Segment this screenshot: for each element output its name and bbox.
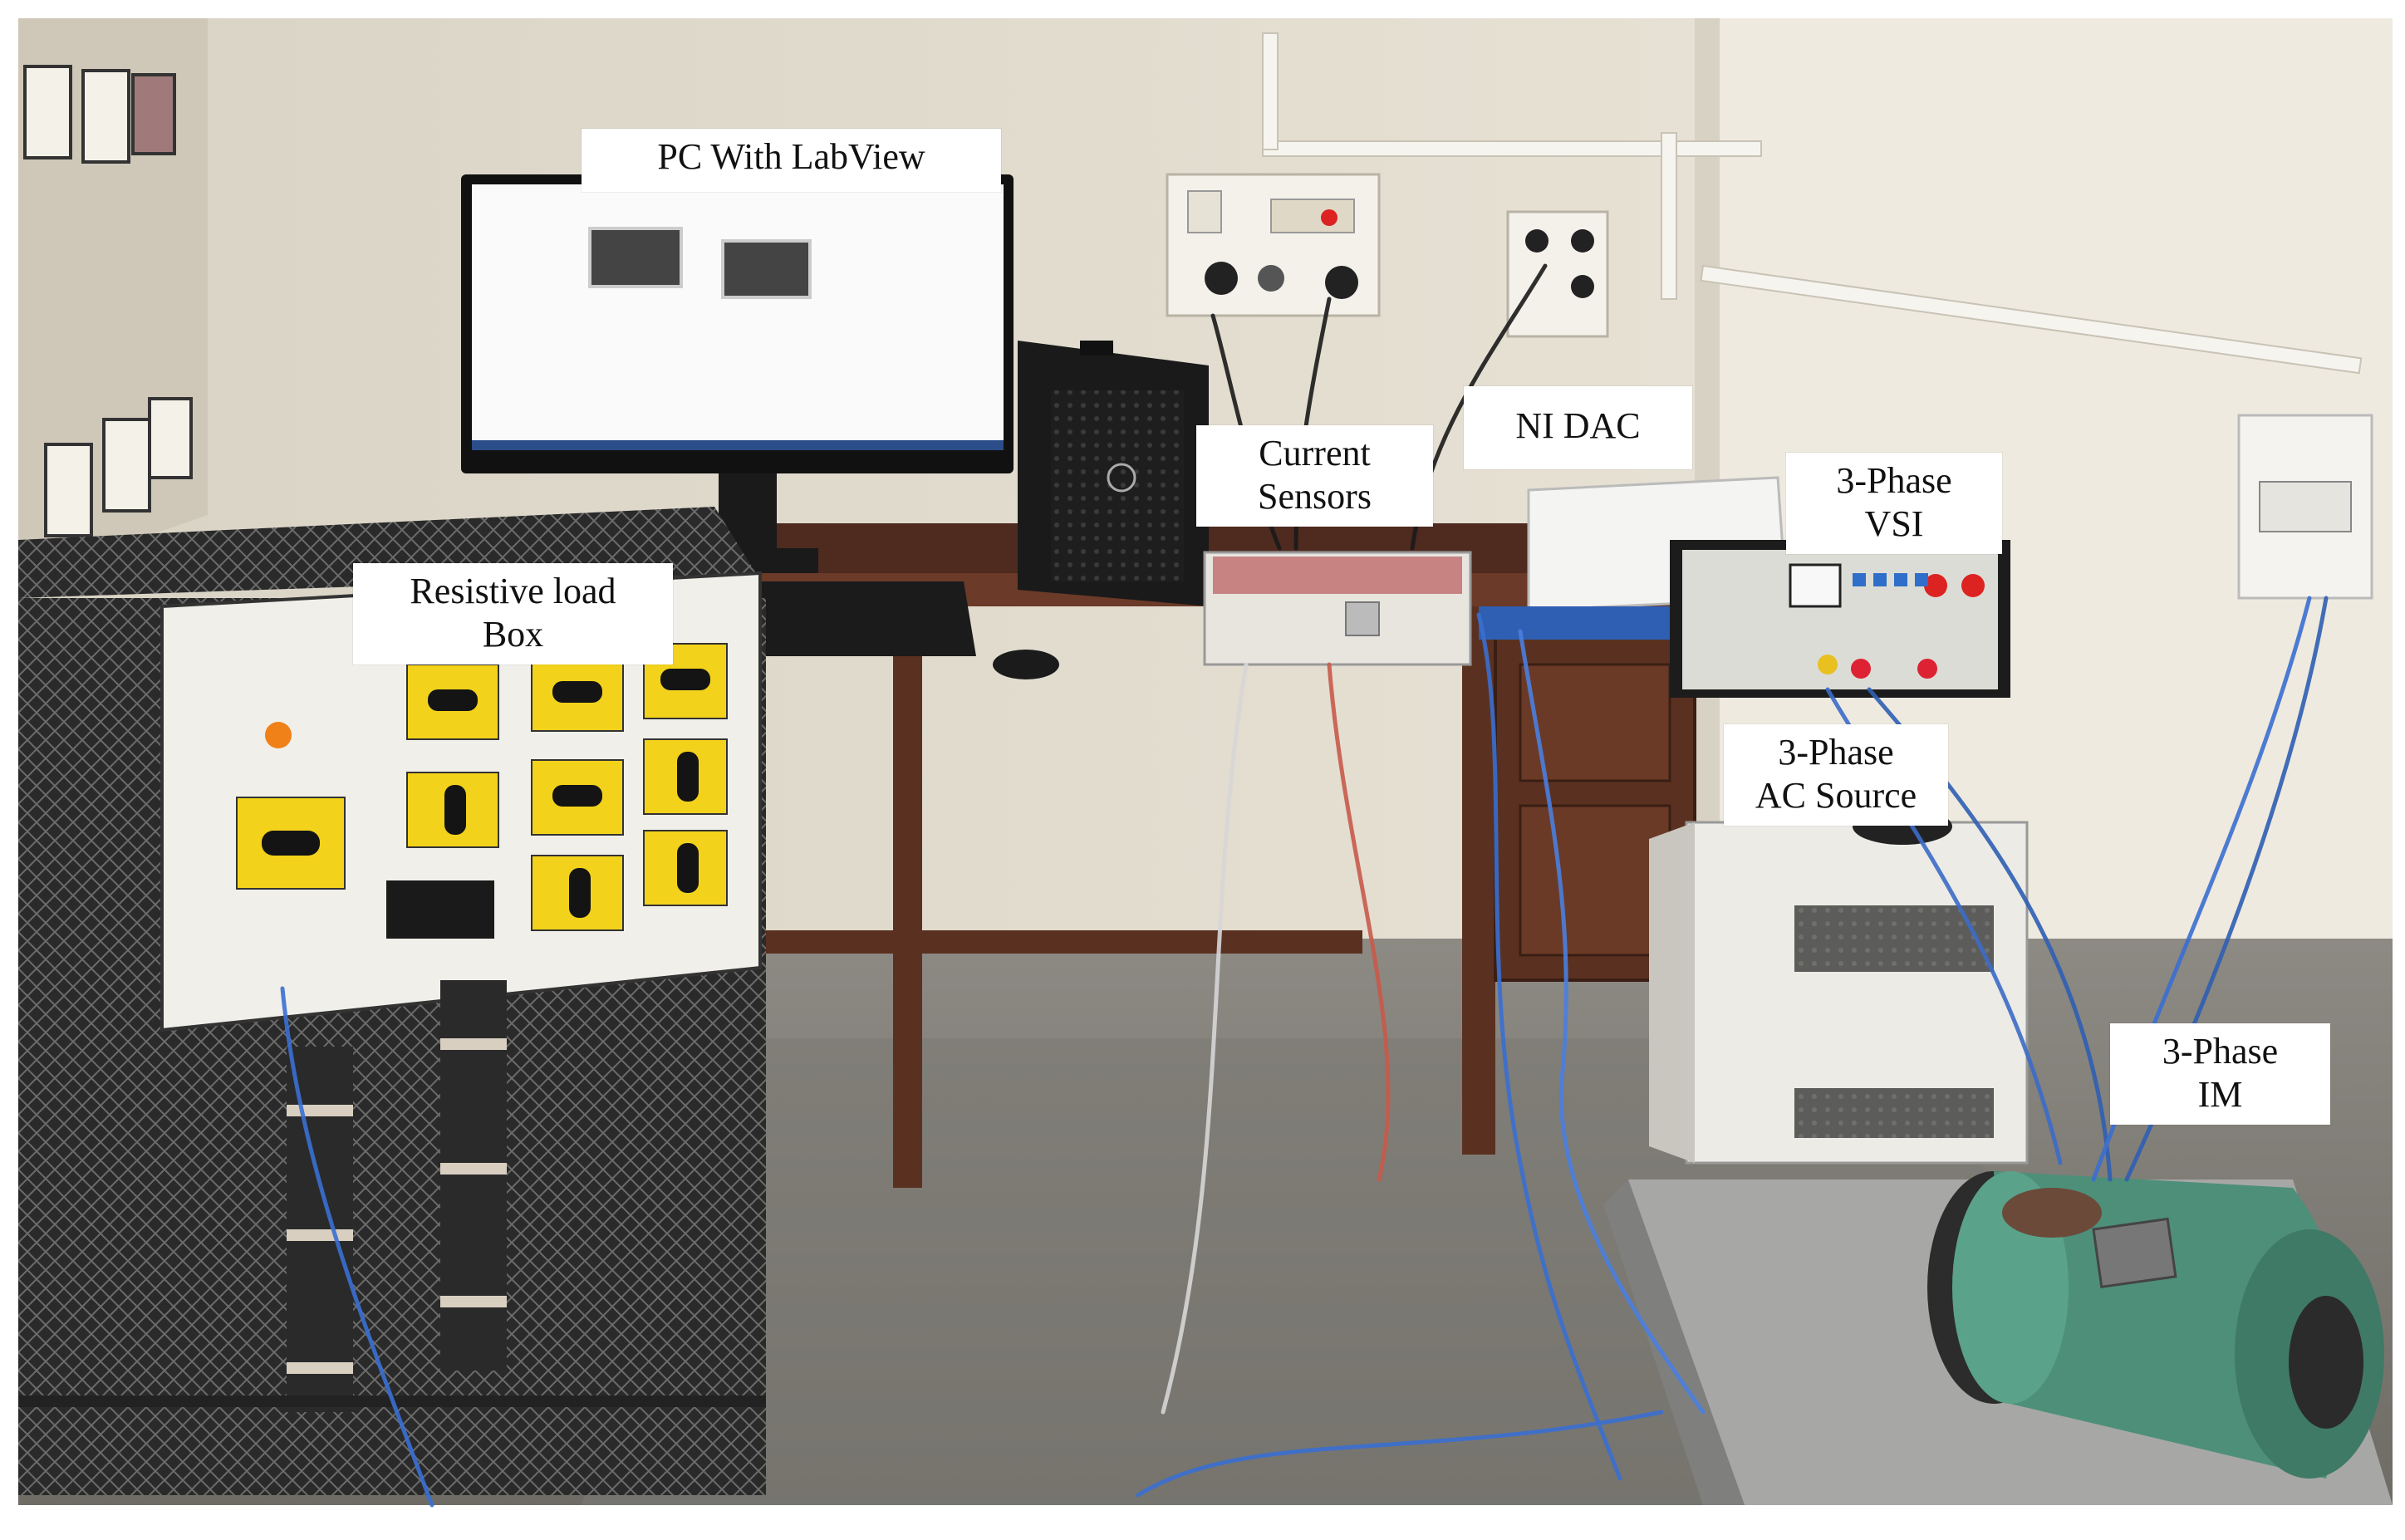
label-3-phase-im: 3-Phase IM <box>2110 1023 2330 1125</box>
label-vsi-line-1: 3-Phase <box>1836 460 1952 501</box>
label-ac-source-line-2: AC Source <box>1755 775 1917 816</box>
label-im-line-1: 3-Phase <box>2162 1031 2279 1072</box>
label-resistive-load-line-1: Resistive load <box>410 571 616 611</box>
label-resistive-load-box: Resistive load Box <box>353 563 673 665</box>
label-im-line-2: IM <box>2197 1074 2243 1115</box>
label-3-phase-ac-source: 3-Phase AC Source <box>1724 724 1948 826</box>
label-ni-dac-line-1: NI DAC <box>1515 405 1641 446</box>
label-resistive-load-line-2: Box <box>482 614 544 655</box>
label-pc-line-1: PC With LabView <box>657 136 925 177</box>
label-ac-source-line-1: 3-Phase <box>1778 732 1894 772</box>
label-vsi-line-2: VSI <box>1864 503 1924 544</box>
photo-area <box>18 18 2393 1508</box>
label-current-sensors: Current Sensors <box>1196 425 1433 527</box>
label-current-sensors-line-2: Sensors <box>1258 476 1372 517</box>
label-pc-with-labview: PC With LabView <box>582 129 1001 192</box>
label-current-sensors-line-1: Current <box>1259 433 1371 473</box>
label-ni-dac: NI DAC <box>1464 386 1692 469</box>
resistive-load-box-drawing <box>18 507 766 1495</box>
label-3-phase-vsi: 3-Phase VSI <box>1786 453 2002 554</box>
